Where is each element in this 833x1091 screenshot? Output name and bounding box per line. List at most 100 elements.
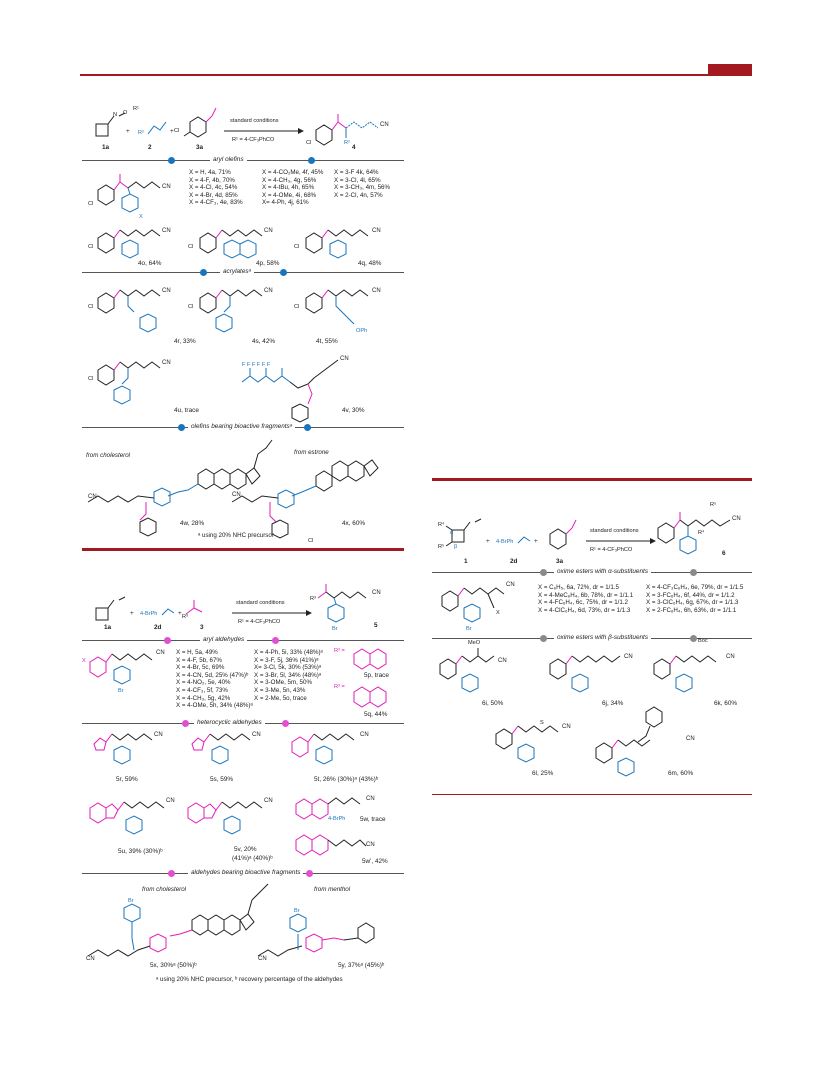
cn-label: CN bbox=[360, 732, 369, 738]
aldehyde-3 bbox=[185, 600, 203, 615]
compound-1a-label: 1a bbox=[104, 624, 112, 631]
product-5w-prime-label: 5w', 42% bbox=[362, 858, 388, 865]
r4-label: R⁴ bbox=[438, 522, 445, 528]
product-5u-label: 5u, 39% (30%)ᵇ bbox=[118, 848, 163, 855]
product-6m-structure bbox=[595, 706, 663, 777]
product-4o-label: 4o, 64% bbox=[138, 260, 162, 267]
scheme-aldehydes: 1a + 4-BrPh 2d + R³ 3 standard condition… bbox=[82, 580, 404, 990]
conditions-label: standard conditions bbox=[590, 528, 639, 534]
r3-eq-label: R³ = bbox=[334, 684, 345, 690]
compound-5-label: 5 bbox=[374, 622, 378, 629]
product-4w-structure bbox=[87, 439, 273, 537]
footnote-olefins: ᵃ using 20% NHC precursor bbox=[198, 532, 274, 539]
product-6m-label: 6m, 60% bbox=[668, 770, 694, 777]
r5-label: R⁵ bbox=[710, 502, 717, 508]
aryl-olefin-scaffold bbox=[97, 174, 161, 213]
alpha-label: α bbox=[450, 530, 454, 536]
cl-label: Cl bbox=[88, 201, 94, 207]
cl-label: Cl bbox=[294, 244, 300, 250]
scheme-bottom-rule bbox=[432, 794, 752, 795]
product-5-structure bbox=[317, 584, 367, 623]
product-5s-label: 5s, 59% bbox=[210, 776, 234, 783]
product-6l-label: 6l, 25% bbox=[532, 770, 554, 777]
product-5w-label: 5w, trace bbox=[360, 816, 386, 823]
naphthyl-fragment bbox=[353, 648, 387, 670]
product-4v-label: 4v, 30% bbox=[342, 407, 365, 414]
from-cholesterol-label: from cholesterol bbox=[142, 886, 187, 893]
cl-label: Cl bbox=[174, 128, 180, 134]
r1-definition: R¹ = 4-CF₃PhCO bbox=[238, 619, 281, 625]
product-4r-structure bbox=[97, 289, 161, 333]
brph-label: 4-BrPh bbox=[140, 611, 158, 617]
section-bioactive-aldehydes: aldehydes bearing bioactive fragments bbox=[188, 869, 304, 876]
section-dot bbox=[540, 635, 547, 642]
s-label: S bbox=[540, 720, 544, 726]
product-4p-structure bbox=[199, 229, 263, 259]
section-dot bbox=[272, 637, 279, 644]
product-6k-structure bbox=[653, 655, 717, 693]
product-6l-structure bbox=[495, 725, 559, 763]
cn-label: CN bbox=[372, 590, 381, 596]
cn-label: CN bbox=[162, 184, 171, 190]
cn-label: CN bbox=[156, 650, 165, 656]
cyclobutanone-oxime-1a bbox=[95, 112, 126, 137]
product-4x-structure bbox=[231, 459, 379, 539]
r2-label: R² bbox=[138, 130, 144, 136]
cn-label: CN bbox=[366, 842, 375, 848]
cl-label: Cl bbox=[88, 244, 94, 250]
aldehyde-col1: X = H, 5a, 49%X = 4-F, 5b, 67%X = 4-Br, … bbox=[176, 649, 253, 710]
cn-label: CN bbox=[162, 228, 171, 234]
section-dot bbox=[690, 635, 697, 642]
cn-label: CN bbox=[232, 492, 241, 498]
product-6j-structure bbox=[549, 655, 621, 693]
section-aryl-olefins: aryl olefins bbox=[210, 156, 247, 163]
section-dot bbox=[308, 157, 315, 164]
product-4t-structure bbox=[305, 289, 369, 325]
section-dot bbox=[282, 720, 289, 727]
naphthyl-fragment bbox=[353, 686, 387, 708]
product-4w-label: 4w, 28% bbox=[180, 520, 205, 527]
product-6k-label: 6k, 60% bbox=[714, 700, 738, 707]
product-5w-structure bbox=[295, 797, 361, 820]
section-dot bbox=[168, 157, 175, 164]
compound-6-label: 6 bbox=[722, 550, 726, 557]
brph-label: 4-BrPh bbox=[496, 539, 514, 545]
compound-1a-label: 1a bbox=[102, 144, 110, 151]
product-4t-label: 4t, 55% bbox=[316, 338, 338, 345]
plus-sign: + bbox=[178, 610, 182, 617]
cn-label: CN bbox=[258, 956, 267, 962]
compound-1-label: 1 bbox=[464, 558, 468, 565]
reaction-arrow bbox=[224, 128, 304, 134]
compound-2d-label: 2d bbox=[154, 624, 162, 631]
header-rule bbox=[80, 74, 752, 76]
from-cholesterol-label: from cholesterol bbox=[86, 452, 131, 459]
aryl-col2: X = 4-CO₂Me, 4f, 45%X = 4-CH₃, 4g, 56%X … bbox=[262, 169, 324, 207]
cn-label: CN bbox=[162, 288, 171, 294]
r1-definition: R¹ = 4-CF₃PhCO bbox=[590, 547, 633, 553]
r2-label: R² bbox=[344, 140, 350, 146]
cn-label: CN bbox=[562, 724, 571, 730]
cl-label: Cl bbox=[88, 304, 94, 310]
oph-label: OPh bbox=[356, 328, 368, 334]
section-dot bbox=[200, 269, 207, 276]
cl-label: Cl bbox=[294, 304, 300, 310]
conditions-label: standard conditions bbox=[230, 118, 279, 124]
aldehyde-3a bbox=[183, 107, 217, 138]
br-label: Br bbox=[332, 626, 338, 632]
olefin-2d bbox=[161, 608, 175, 616]
plus-sign: + bbox=[486, 538, 490, 545]
section-beta-substituents: oxime esters with β-substituents bbox=[554, 634, 652, 641]
brph-label: 4-BrPh bbox=[328, 816, 346, 822]
br-label: Br bbox=[128, 898, 134, 904]
product-4o-structure bbox=[97, 229, 161, 259]
scheme-separator-right bbox=[432, 478, 752, 481]
product-5q-label: 5q, 44% bbox=[364, 711, 388, 718]
r1-sup-label: R¹ bbox=[133, 106, 139, 112]
product-4p-label: 4p, 58% bbox=[256, 260, 280, 267]
n-label: N bbox=[113, 112, 118, 118]
cn-label: CN bbox=[162, 360, 171, 366]
section-dot bbox=[182, 720, 189, 727]
product-5x-structure bbox=[87, 883, 269, 957]
